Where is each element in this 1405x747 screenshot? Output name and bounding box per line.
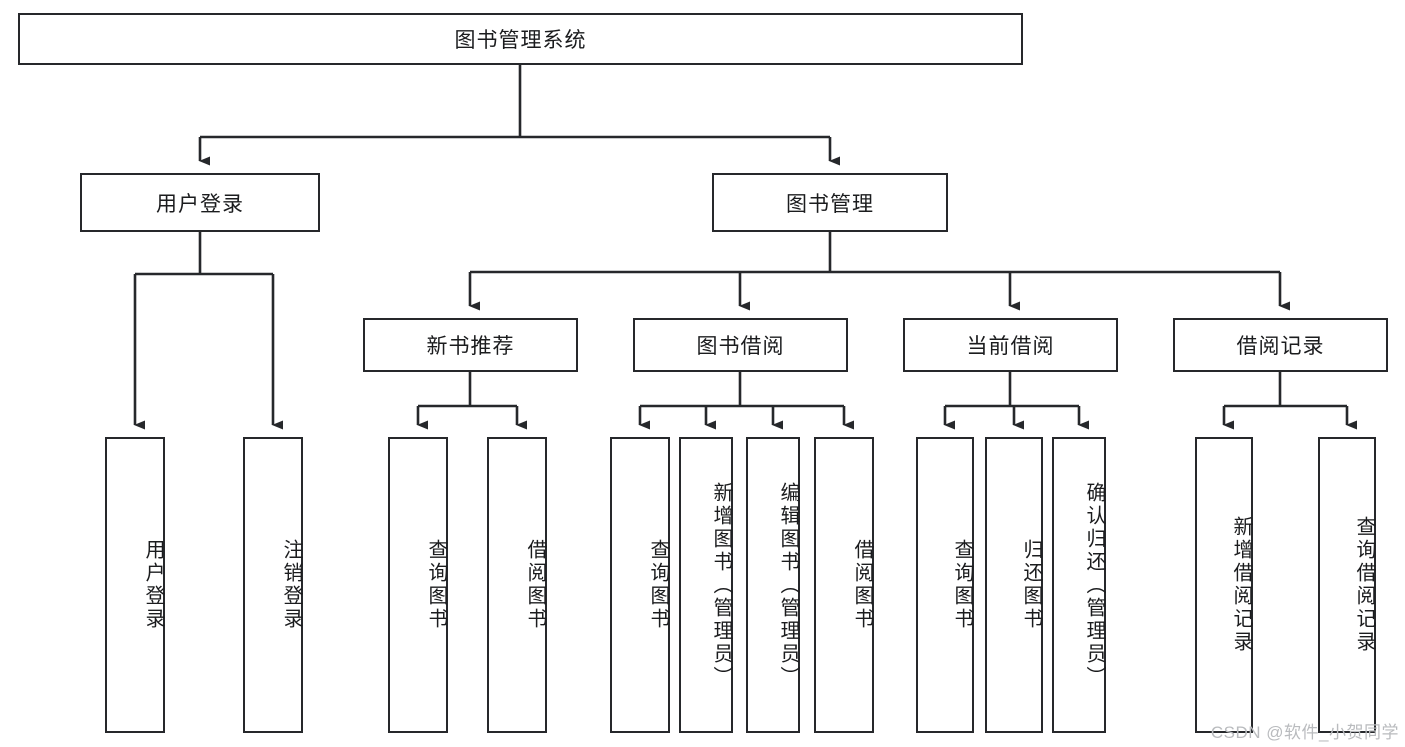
leaf-query-borrow-record[interactable]: 查询借阅记录 [1318,437,1376,733]
leaf-borrow-book[interactable]: 借阅图书 [814,437,874,733]
node-book-management[interactable]: 图书管理 [712,173,948,232]
leaf-edit-book-admin[interactable]: 编辑图书（管理员） [746,437,800,733]
node-user-login[interactable]: 用户登录 [80,173,320,232]
node-new-book-recommend[interactable]: 新书推荐 [363,318,578,372]
node-borrow-record[interactable]: 借阅记录 [1173,318,1388,372]
leaf-query-book-current[interactable]: 查询图书 [916,437,974,733]
node-current-borrow[interactable]: 当前借阅 [903,318,1118,372]
leaf-add-borrow-record[interactable]: 新增借阅记录 [1195,437,1253,733]
leaf-add-book-admin[interactable]: 新增图书（管理员） [679,437,733,733]
leaf-query-book-borrow[interactable]: 查询图书 [610,437,670,733]
leaf-user-login[interactable]: 用户登录 [105,437,165,733]
leaf-query-book-recommend[interactable]: 查询图书 [388,437,448,733]
leaf-borrow-book-recommend[interactable]: 借阅图书 [487,437,547,733]
leaf-confirm-return-admin[interactable]: 确认归还（管理员） [1052,437,1106,733]
node-book-borrow[interactable]: 图书借阅 [633,318,848,372]
node-root[interactable]: 图书管理系统 [18,13,1023,65]
leaf-logout[interactable]: 注销登录 [243,437,303,733]
leaf-return-book[interactable]: 归还图书 [985,437,1043,733]
csdn-watermark: CSDN @软件_小贺同学 [1210,723,1399,742]
